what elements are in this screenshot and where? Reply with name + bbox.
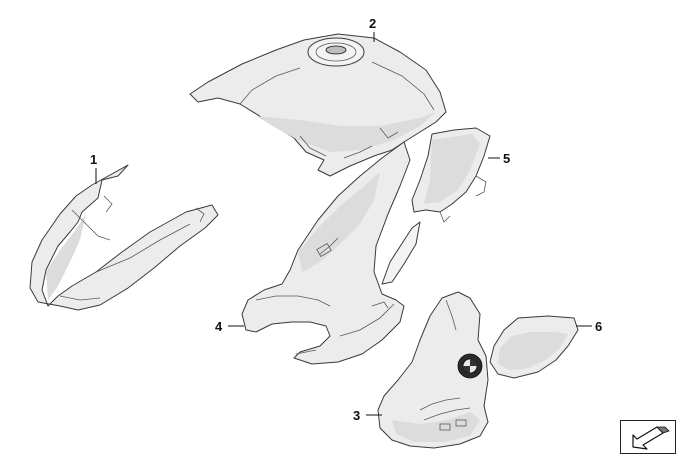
- callout-6[interactable]: 6: [595, 319, 602, 334]
- part-1-fairing[interactable]: [29, 164, 219, 311]
- part-4-side-trim[interactable]: [241, 141, 421, 365]
- navigation-box[interactable]: [620, 420, 676, 454]
- callout-1[interactable]: 1: [90, 152, 97, 167]
- callout-3[interactable]: 3: [353, 408, 360, 423]
- callout-2[interactable]: 2: [369, 16, 376, 31]
- arrow-down-left-icon: [632, 426, 670, 450]
- part-2-tank-cover[interactable]: [189, 33, 447, 177]
- part-6-pad[interactable]: [489, 315, 579, 379]
- callout-4[interactable]: 4: [215, 319, 223, 334]
- part-5-side-cover[interactable]: [411, 127, 491, 223]
- callout-5[interactable]: 5: [503, 151, 510, 166]
- part-3-lower-cover[interactable]: [377, 291, 489, 449]
